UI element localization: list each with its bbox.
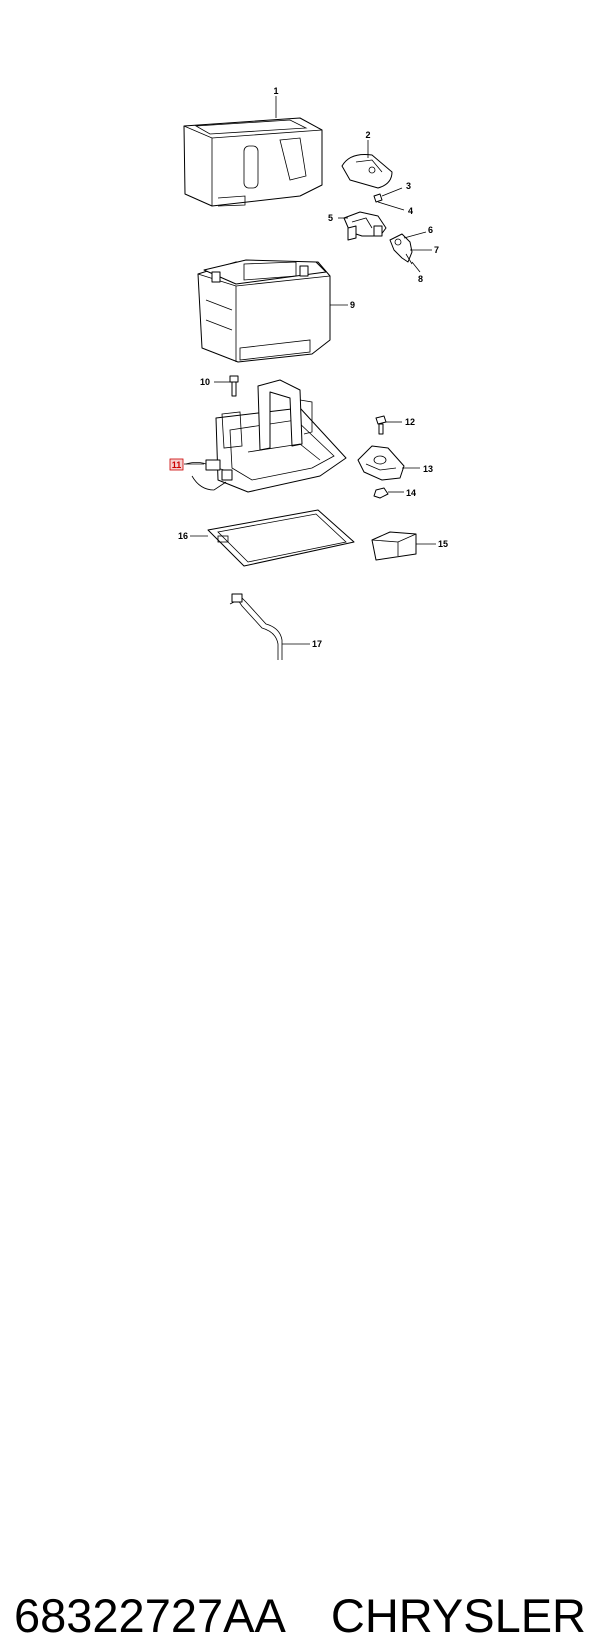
part-11-wire-harness bbox=[185, 459, 233, 491]
callout-1: 1 bbox=[273, 86, 278, 96]
callout-8: 8 bbox=[418, 274, 423, 284]
callout-10: 10 bbox=[200, 377, 210, 387]
callout-4: 4 bbox=[408, 206, 413, 216]
callout-3: 3 bbox=[406, 181, 411, 191]
part-12-screw bbox=[375, 415, 387, 435]
part-15-spacer bbox=[371, 531, 417, 561]
callout-5: 5 bbox=[328, 213, 333, 223]
leader-6 bbox=[403, 231, 427, 239]
callout-9: 9 bbox=[350, 300, 355, 310]
part-14-nut bbox=[373, 487, 389, 499]
callout-2: 2 bbox=[365, 130, 370, 140]
callout-7: 7 bbox=[434, 245, 439, 255]
callout-16: 16 bbox=[178, 531, 188, 541]
part-5-terminal-clamp bbox=[343, 211, 387, 241]
callout-15: 15 bbox=[438, 539, 448, 549]
callout-11: 11 bbox=[172, 460, 182, 470]
callout-17: 17 bbox=[312, 639, 322, 649]
part-10-bolt bbox=[229, 375, 239, 397]
leader-8 bbox=[411, 261, 421, 273]
footer: 68322727AA CHRYSLER bbox=[0, 790, 600, 1642]
callout-13: 13 bbox=[423, 464, 433, 474]
part-6-7-8-cable-terminal bbox=[389, 233, 413, 265]
part-13-bracket bbox=[357, 445, 405, 481]
part-17-cable bbox=[229, 593, 283, 660]
part-3-nut bbox=[373, 193, 383, 203]
exploded-parts-diagram: 1 2 3 4 5 6 7 8 9 10 11 12 13 14 15 16 1… bbox=[169, 86, 448, 660]
callout-12: 12 bbox=[405, 417, 415, 427]
leader-3 bbox=[381, 187, 403, 197]
callout-6: 6 bbox=[428, 225, 433, 235]
part-number: 68322727AA bbox=[14, 1589, 286, 1642]
part-1-battery-cover bbox=[183, 117, 323, 207]
brand-name: CHRYSLER bbox=[330, 1589, 586, 1642]
part-16-tray-pad bbox=[207, 509, 355, 567]
part-2-terminal-cover bbox=[341, 154, 393, 189]
part-11-battery-tray-assembly bbox=[215, 379, 347, 493]
part-9-battery bbox=[197, 259, 331, 363]
callout-11-highlight: 11 bbox=[169, 458, 184, 471]
leader-4 bbox=[377, 201, 405, 211]
callout-14: 14 bbox=[406, 488, 416, 498]
